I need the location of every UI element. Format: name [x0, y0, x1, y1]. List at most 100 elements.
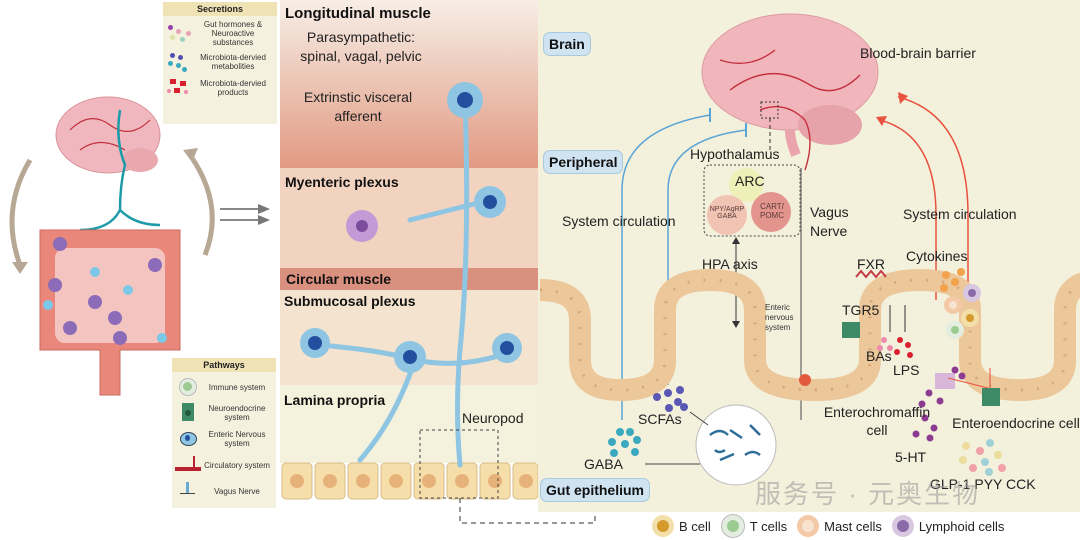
- layer-longitudinal-muscle: [280, 0, 538, 168]
- main-brain: [701, 13, 879, 171]
- secretions-item-label: Gut hormones & Neuroactive substances: [203, 20, 263, 47]
- pathways-item-label: Enteric Nervous system: [208, 430, 266, 448]
- hypothalamus-label: Hypothalamus: [690, 146, 780, 162]
- bas-dots: [877, 337, 893, 351]
- layer-label-lamina-propria: Lamina propria: [284, 392, 386, 408]
- enteric-neuron-icon: [175, 428, 201, 450]
- b-cell-icon: [652, 515, 674, 537]
- mixed-dots-icon: [166, 23, 192, 45]
- secretions-item: Gut hormones & Neuroactive substances: [166, 20, 274, 47]
- immune-cell-icon: [175, 376, 201, 398]
- hormone-dots: [959, 439, 1006, 476]
- microbiota-circle: [695, 404, 777, 486]
- neuroendocrine-cell: [842, 322, 860, 338]
- overview-intestine: [39, 229, 181, 396]
- cycle-arrow-up: [187, 153, 215, 256]
- hormones-label: GLP-1 PYY CCK: [930, 476, 1036, 492]
- pathways-item-label: Immune system: [208, 382, 266, 392]
- lps-label: LPS: [893, 362, 920, 378]
- cytokines-label: Cytokines: [906, 248, 968, 264]
- layer-label-submucosal-plexus: Submucosal plexus: [284, 293, 416, 309]
- vagus-nerve-label: Vagus Nerve: [810, 204, 849, 239]
- circulation-arrow-inner: [879, 119, 937, 300]
- pathways-item: Neuroendocrine system: [175, 402, 273, 424]
- five-ht-label: 5-HT: [895, 449, 927, 465]
- pathways-title: Pathways: [172, 358, 276, 372]
- five-ht-dots: [912, 366, 966, 442]
- scfas-label: SCFAs: [638, 411, 682, 427]
- cell-legend-label: B cell: [679, 518, 711, 534]
- red-squares-icon: [166, 77, 192, 99]
- cell-legend-mast-cells: Mast cells: [797, 514, 882, 538]
- lps-dots: [894, 337, 913, 358]
- layer-label-longitudinal-muscle: Longitudinal muscle: [285, 5, 431, 22]
- pathways-item-label: Vagus Nerve: [214, 486, 260, 496]
- system-circulation-left-label: System circulation: [562, 213, 676, 229]
- region-brain: Brain: [543, 32, 591, 56]
- afferent-label: Extrinstic visceral afferent: [303, 89, 413, 124]
- neuroendocrine-cell-icon: [175, 402, 201, 424]
- enteric-ns-label: Enteric nervous system: [765, 303, 794, 332]
- secretions-item-label: Microbiota-dervied metabolities: [200, 53, 266, 71]
- gaba-dots: [608, 428, 641, 457]
- transfer-arrows: [220, 204, 270, 225]
- inhibit-arrow-inner: [667, 129, 747, 385]
- cart-label: CART/ POMC: [760, 202, 784, 220]
- circulation-arrow-outer: [897, 96, 969, 350]
- neuropod-label: Neuropod: [462, 410, 524, 426]
- neuron-somas: [300, 82, 522, 373]
- cell-legend-label: Mast cells: [824, 518, 882, 534]
- pathways-item: Vagus Nerve: [175, 480, 273, 502]
- enterochromaffin-cell: [935, 373, 955, 389]
- pathways-item: Circulatory system: [175, 454, 273, 476]
- layer-label-circular-muscle: Circular muscle: [286, 271, 392, 287]
- cell-legend-lymphoid-cells: Lymphoid cells: [891, 514, 1005, 538]
- enteric-neuron: [799, 374, 811, 386]
- secretions-title: Secretions: [163, 2, 277, 16]
- npy-label: NPY/AgRP GABA: [709, 206, 745, 220]
- enteroendocrine-cell: [982, 388, 1000, 406]
- hpa-axis-label: HPA axis: [702, 256, 758, 272]
- fxr-dna: [855, 269, 887, 279]
- cell-legend-t-cells: T cells: [720, 514, 788, 538]
- cell-legend-label: T cells: [749, 518, 788, 534]
- cell-legend-label: Lymphoid cells: [918, 518, 1005, 534]
- gaba-label: GABA: [584, 456, 623, 472]
- region-peripheral: Peripheral: [543, 150, 624, 174]
- cycle-arrow-down: [9, 158, 33, 266]
- pathways-item-label: Neuroendocrine system: [208, 404, 266, 422]
- watermark: 服务号 · 元奥生物: [755, 479, 981, 509]
- secretions-item-label: Microbiota-dervied products: [200, 79, 266, 97]
- secretions-legend: Secretions Gut hormones & Neuroactive su…: [163, 2, 277, 124]
- immune-cells: [944, 284, 981, 339]
- layer-label-myenteric-plexus: Myenteric plexus: [285, 174, 399, 190]
- system-circulation-right-label: System circulation: [903, 206, 1017, 222]
- tgr5-label: TGR5: [842, 302, 880, 318]
- overview-brain: [55, 96, 161, 232]
- cell-legend-b-cell: B cell: [652, 514, 711, 538]
- pathways-item: Enteric Nervous system: [175, 428, 273, 450]
- blood-vessel-icon: [175, 454, 201, 476]
- enteroendocrine-label: Enteroendocrine cell: [952, 415, 1080, 431]
- scfa-dots: [653, 386, 688, 412]
- cell-type-legend: B cell T cells Mast cells Lymphoid cells: [652, 514, 1004, 538]
- vagus-nerve-icon: [175, 480, 201, 502]
- mast-cell-icon: [797, 515, 820, 537]
- pathways-legend: Pathways Immune system Neuroendocrine sy…: [172, 358, 276, 508]
- t-cell-icon: [720, 514, 745, 538]
- parasympathetic-label: Parasympathetic: spinal, vagal, pelvic: [300, 29, 422, 64]
- pathways-item: Immune system: [175, 376, 273, 398]
- enterochromaffin-label: Enterochromaffin cell: [823, 404, 931, 438]
- blood-brain-barrier-label: Blood-brain barrier: [860, 45, 976, 61]
- lymphoid-cell-icon: [891, 515, 914, 537]
- arc-box: [703, 164, 801, 237]
- pathways-item-label: Circulatory system: [204, 460, 270, 470]
- epithelium-cells: [281, 462, 539, 500]
- blue-dots-icon: [166, 51, 192, 73]
- bas-label: BAs: [866, 348, 892, 364]
- cytokine-dots: [940, 268, 965, 292]
- secretions-item: Microbiota-dervied metabolities: [166, 51, 274, 73]
- layer-lamina-propria: [280, 385, 538, 463]
- arc-label: ARC: [735, 173, 765, 189]
